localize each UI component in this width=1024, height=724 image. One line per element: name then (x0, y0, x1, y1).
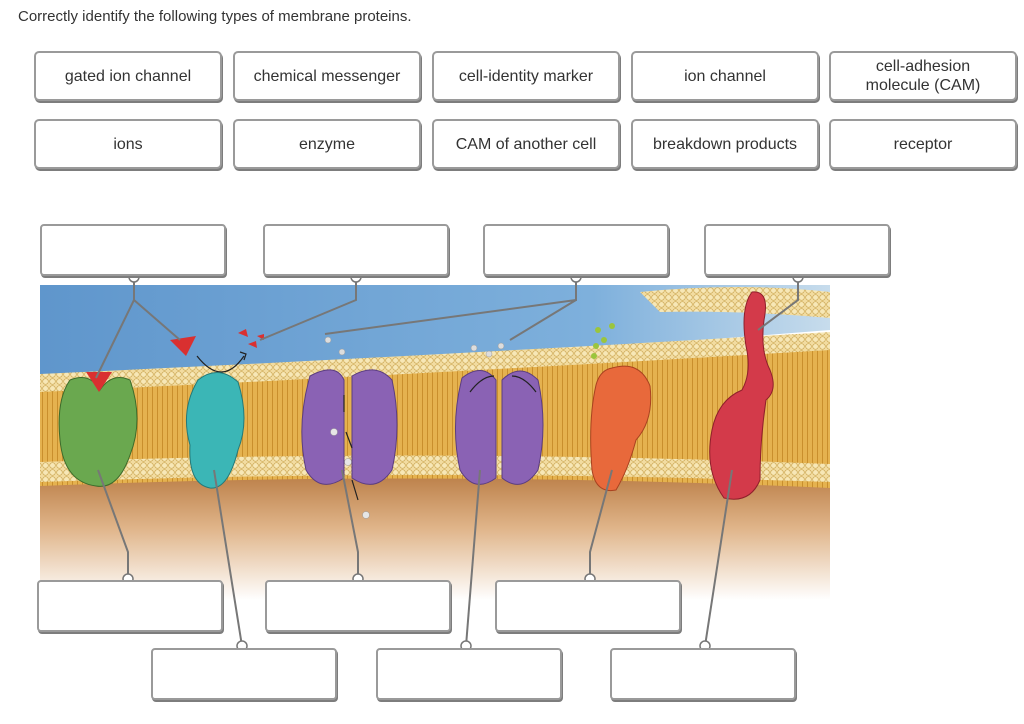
label-gated-ion-channel[interactable]: gated ion channel (34, 51, 222, 101)
label-cell-identity-marker[interactable]: cell-identity marker (432, 51, 620, 101)
label-cell-adhesion-molecule[interactable]: cell-adhesion molecule (CAM) (829, 51, 1017, 101)
drop-target-bottom-3[interactable] (495, 580, 681, 632)
label-chemical-messenger[interactable]: chemical messenger (233, 51, 421, 101)
drop-target-bottom-4[interactable] (151, 648, 337, 700)
drop-target-top-4[interactable] (704, 224, 890, 276)
drop-target-bottom-5[interactable] (376, 648, 562, 700)
drop-target-top-1[interactable] (40, 224, 226, 276)
label-breakdown-products[interactable]: breakdown products (631, 119, 819, 169)
label-ion-channel[interactable]: ion channel (631, 51, 819, 101)
question-text: Correctly identify the following types o… (18, 8, 412, 25)
drop-target-bottom-2[interactable] (265, 580, 451, 632)
drop-target-bottom-1[interactable] (37, 580, 223, 632)
label-enzyme[interactable]: enzyme (233, 119, 421, 169)
drop-target-top-3[interactable] (483, 224, 669, 276)
label-cam-of-another-cell[interactable]: CAM of another cell (432, 119, 620, 169)
drop-target-bottom-6[interactable] (610, 648, 796, 700)
label-receptor[interactable]: receptor (829, 119, 1017, 169)
label-ions[interactable]: ions (34, 119, 222, 169)
drop-target-top-2[interactable] (263, 224, 449, 276)
